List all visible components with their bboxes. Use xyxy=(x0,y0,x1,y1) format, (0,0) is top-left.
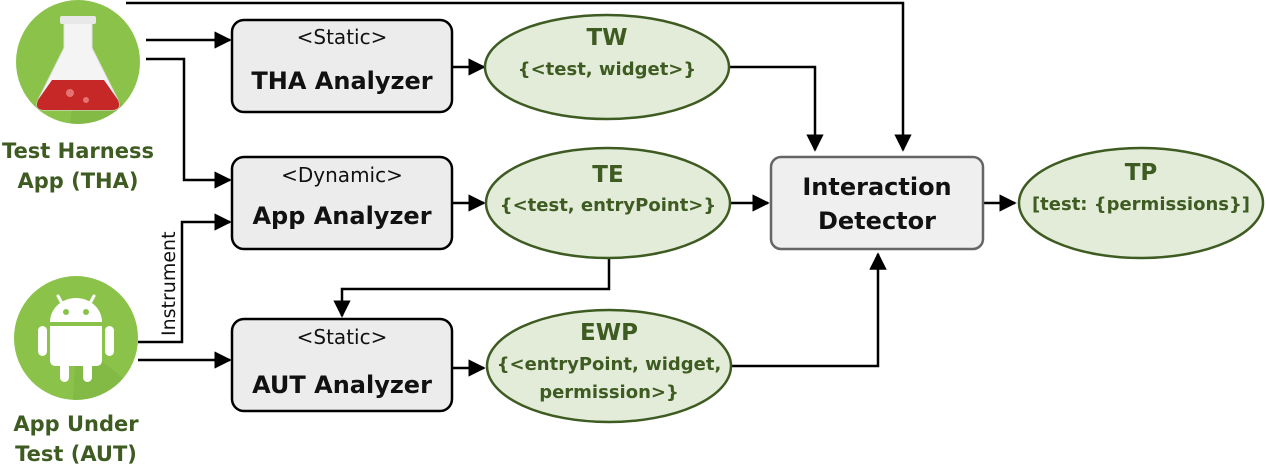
interaction-detector-box: Interaction Detector xyxy=(769,155,985,251)
aut-analyzer-name: AUT Analyzer xyxy=(252,371,432,399)
connectors xyxy=(126,1,1017,377)
ewp-desc-line1: {<entryPoint, widget, xyxy=(497,354,722,375)
aut-analyzer-kind: <Static> xyxy=(297,325,388,349)
app-analyzer-name: App Analyzer xyxy=(252,202,431,230)
aut-instrument-arrow xyxy=(138,213,232,344)
aut-label-line1: App Under xyxy=(13,412,139,436)
tp-ellipse: TP [test: {permissions}] xyxy=(1017,146,1265,260)
te-desc: {<test, entryPoint>} xyxy=(500,195,716,216)
te-ellipse: TE {<test, entryPoint>} xyxy=(484,146,732,260)
tha-to-app-analyzer-arrow xyxy=(146,57,232,189)
tha-to-detector-arrow xyxy=(126,1,912,152)
ewp-ellipse: EWP {<entryPoint, widget, permission>} xyxy=(485,308,733,424)
tha-analyzer-name: THA Analyzer xyxy=(251,67,432,95)
tp-desc: [test: {permissions}] xyxy=(1032,194,1250,215)
tw-ellipse: TW {<test, widget>} xyxy=(483,13,731,121)
tw-desc: {<test, widget>} xyxy=(518,59,696,80)
tha-label-line2: App (THA) xyxy=(18,169,139,193)
tw-name: TW xyxy=(586,25,627,51)
app-analyzer-box: <Dynamic> App Analyzer xyxy=(230,155,454,251)
ewp-to-detector-arrow xyxy=(730,252,887,368)
tw-to-detector-arrow xyxy=(729,65,824,152)
tp-name: TP xyxy=(1125,160,1158,186)
aut-label-line2: Test (AUT) xyxy=(15,442,137,466)
te-to-aut-analyzer-arrow xyxy=(333,258,611,318)
te-name: TE xyxy=(592,162,623,188)
tha-analyzer-kind: <Static> xyxy=(297,25,388,49)
flask-icon xyxy=(16,0,140,124)
app-analyzer-kind: <Dynamic> xyxy=(281,163,403,187)
detector-line2: Detector xyxy=(818,207,936,235)
detector-line1: Interaction xyxy=(802,173,951,201)
tha-label-line1: Test Harness xyxy=(2,139,154,163)
instrument-label: Instrument xyxy=(158,231,180,336)
tha-analyzer-box: <Static> THA Analyzer xyxy=(230,18,454,114)
ewp-desc-line2: permission>} xyxy=(539,382,679,403)
android-icon xyxy=(14,276,138,400)
aut-analyzer-box: <Static> AUT Analyzer xyxy=(230,317,454,413)
ewp-name: EWP xyxy=(580,320,638,346)
